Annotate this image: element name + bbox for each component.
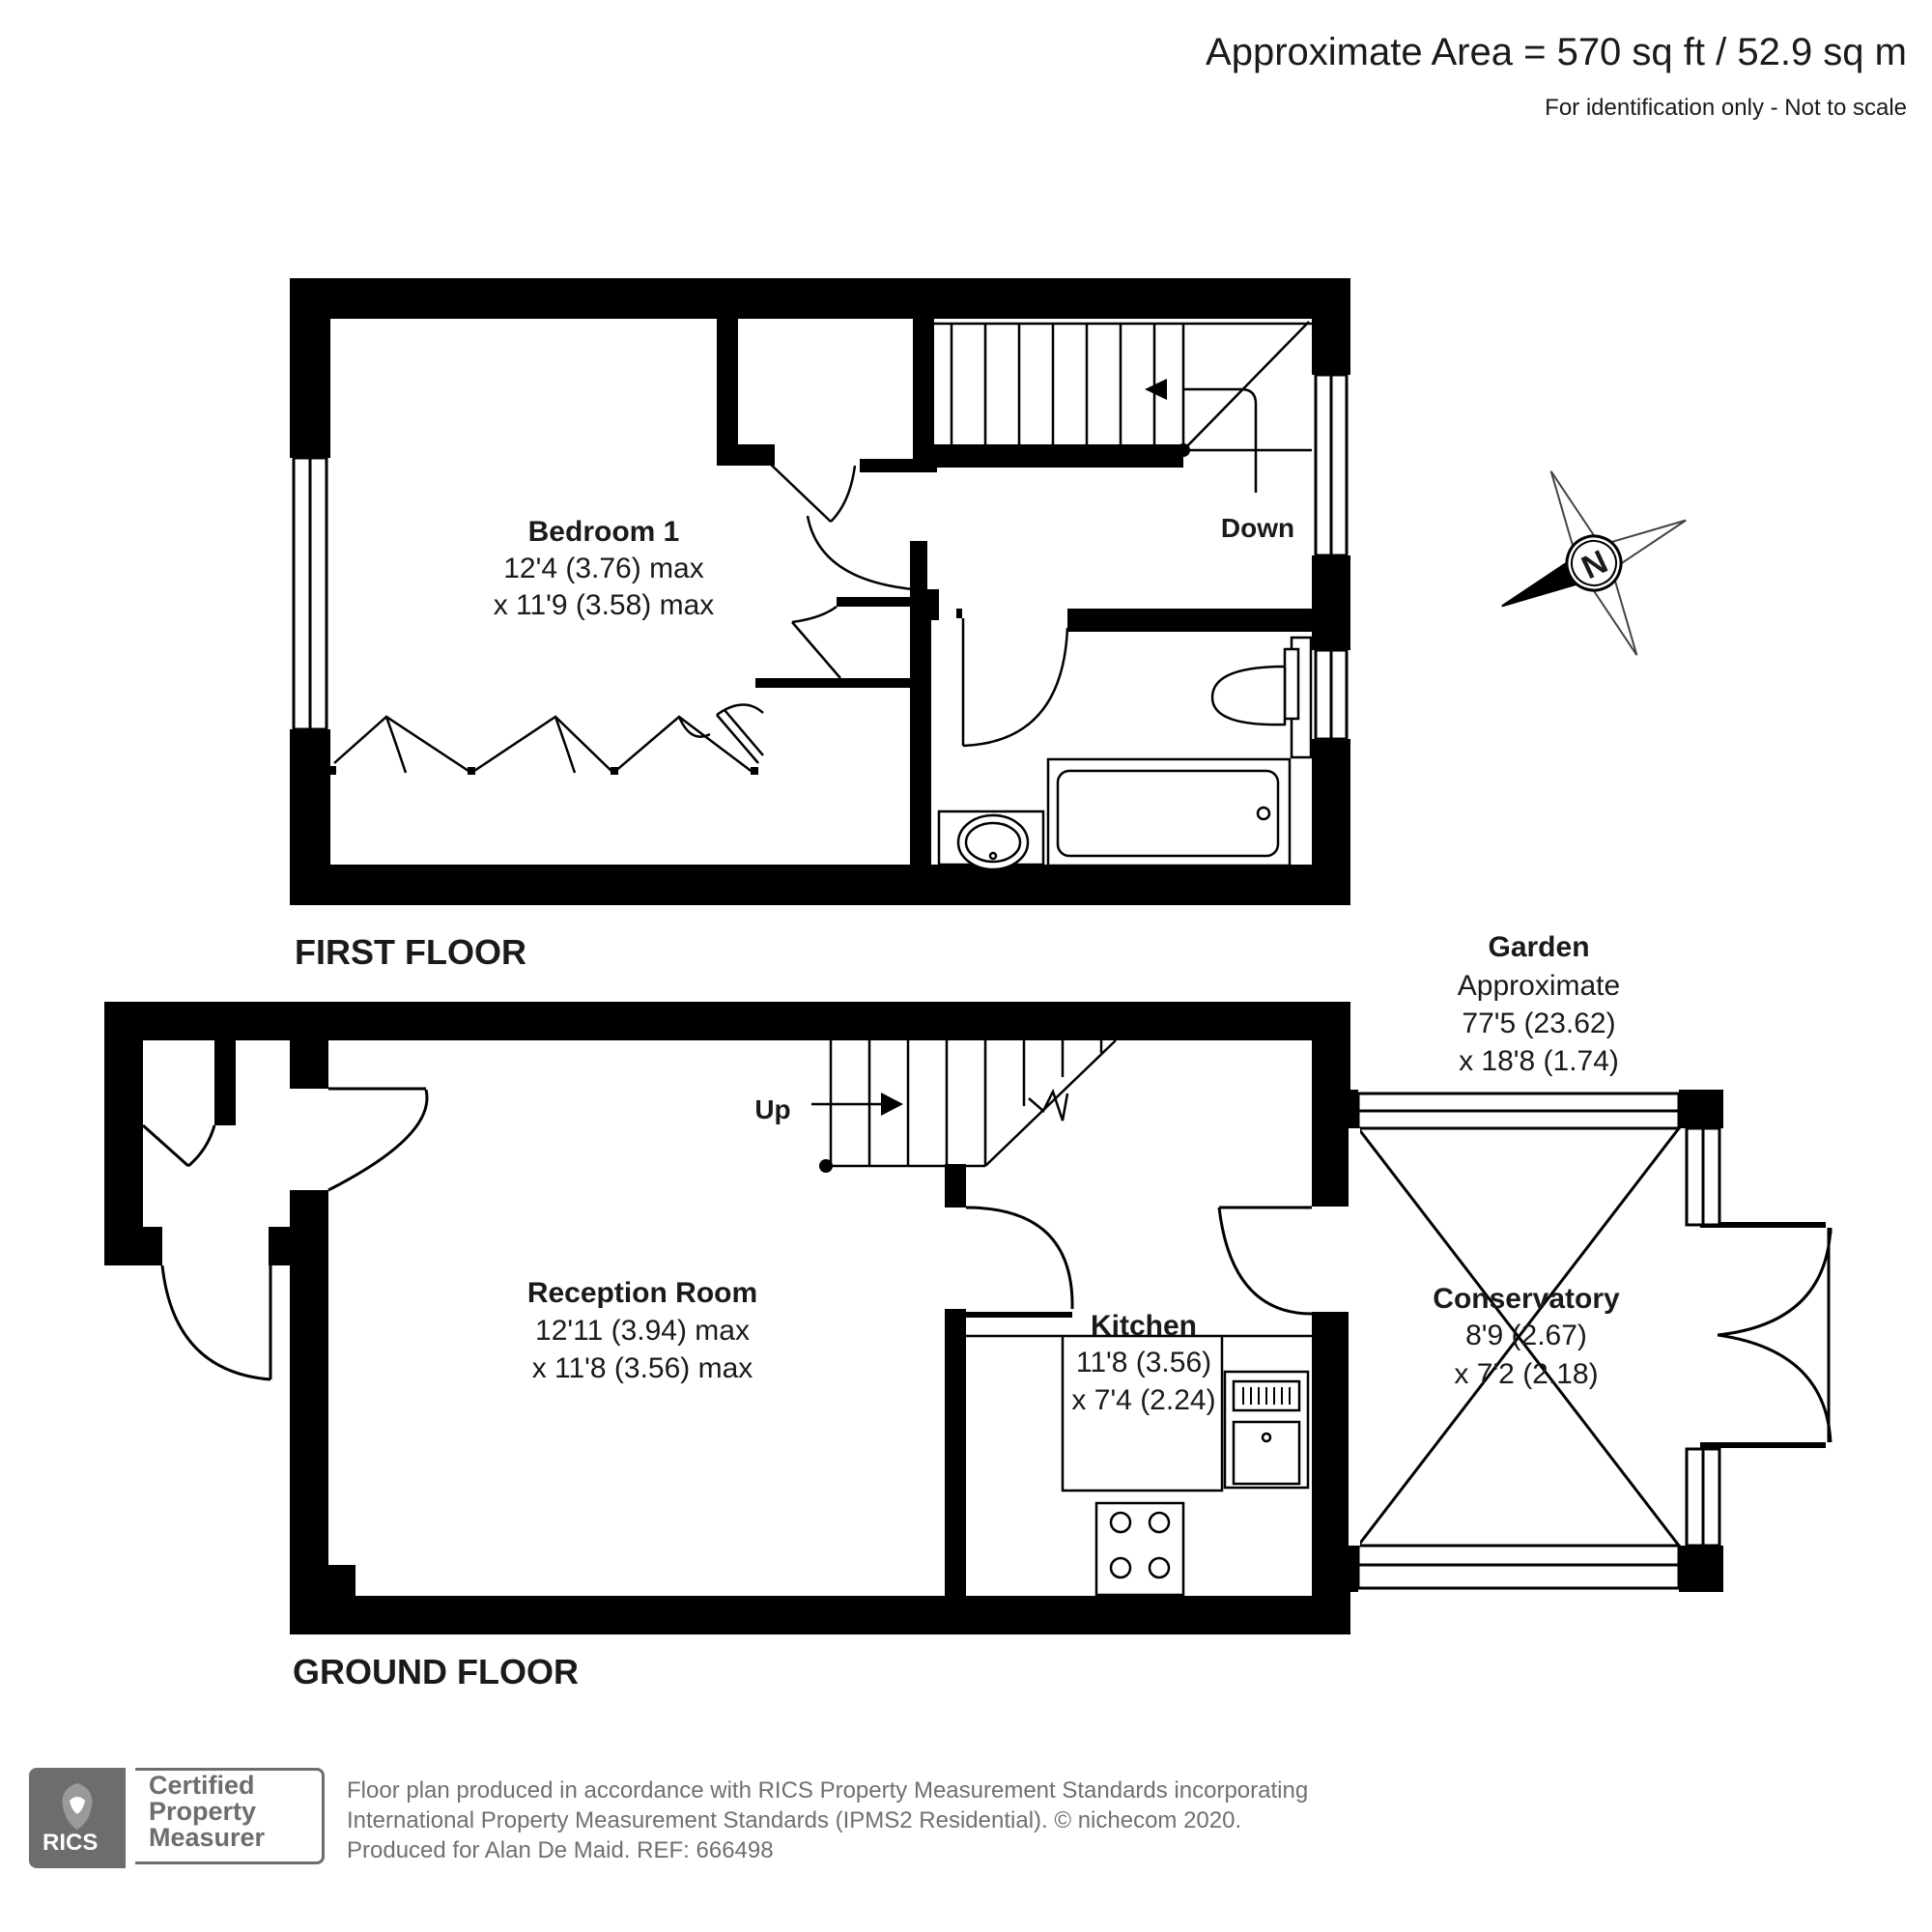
- reception-dim2: x 11'8 (3.56) max: [532, 1352, 753, 1384]
- footer-line2: International Property Measurement Stand…: [347, 1807, 1242, 1833]
- badge-line1: Certified: [149, 1771, 255, 1800]
- rics-logo: RICS: [29, 1768, 126, 1868]
- approximate-area: Approximate Area = 570 sq ft / 52.9 sq m: [1206, 31, 1907, 73]
- garden-line3: x 18'8 (1.74): [1459, 1045, 1619, 1077]
- kitchen-name: Kitchen: [1091, 1310, 1197, 1342]
- ground-floor-doors: [142, 1087, 1833, 1443]
- kitchen-dim2: x 7'4 (2.24): [1071, 1384, 1215, 1416]
- bathroom-fixtures: [937, 636, 1313, 871]
- conservatory-dim2: x 7'2 (2.18): [1454, 1358, 1598, 1390]
- kitchen-dim1: 11'8 (3.56): [1076, 1347, 1211, 1378]
- conservatory-dim1: 8'9 (2.67): [1465, 1320, 1587, 1351]
- conservatory-glazing: [1349, 1092, 1721, 1590]
- first-floor-windows: [292, 373, 1349, 741]
- bedroom-name: Bedroom 1: [528, 516, 680, 548]
- reception-dim1: 12'11 (3.94) max: [535, 1315, 750, 1347]
- ground-floor-stairs: [811, 1039, 1117, 1168]
- stairs-down-label: Down: [1221, 513, 1294, 543]
- reception-name: Reception Room: [527, 1277, 757, 1309]
- badge-line2: Property: [149, 1797, 257, 1826]
- footer-line3: Produced for Alan De Maid. REF: 666498: [347, 1837, 774, 1863]
- sink-drainer: [1242, 1387, 1291, 1405]
- garden-line1: Approximate: [1458, 970, 1620, 1002]
- first-floor-title: FIRST FLOOR: [295, 932, 526, 972]
- ground-floor-title: GROUND FLOOR: [293, 1652, 579, 1691]
- first-floor-stairs: [934, 321, 1312, 493]
- certified-measurer-badge: Certified Property Measurer: [135, 1768, 325, 1864]
- badge-line3: Measurer: [149, 1823, 266, 1852]
- footer-text: Floor plan produced in accordance with R…: [347, 1776, 1506, 1865]
- stairs-up-label: Up: [754, 1094, 790, 1124]
- ground-floor-plan: [104, 1002, 1833, 1634]
- kitchen-units: [966, 1334, 1312, 1597]
- ground-floor-walls: [104, 1002, 1826, 1634]
- rics-logo-text: RICS: [43, 1830, 99, 1856]
- scale-note: For identification only - Not to scale: [1545, 95, 1907, 121]
- first-floor-plan: [290, 278, 1350, 905]
- bedroom-dim1: 12'4 (3.76) max: [503, 553, 704, 584]
- conservatory-name: Conservatory: [1433, 1283, 1620, 1315]
- first-floor-walls: [290, 278, 1350, 905]
- bedroom-dim2: x 11'9 (3.58) max: [494, 589, 715, 621]
- lion-crest-icon: [62, 1783, 93, 1830]
- garden-line2: 77'5 (23.62): [1462, 1008, 1615, 1039]
- garden-name: Garden: [1488, 931, 1589, 963]
- compass-icon: [1501, 470, 1687, 656]
- first-floor-doors: [333, 461, 1069, 775]
- footer-line1: Floor plan produced in accordance with R…: [347, 1777, 1309, 1804]
